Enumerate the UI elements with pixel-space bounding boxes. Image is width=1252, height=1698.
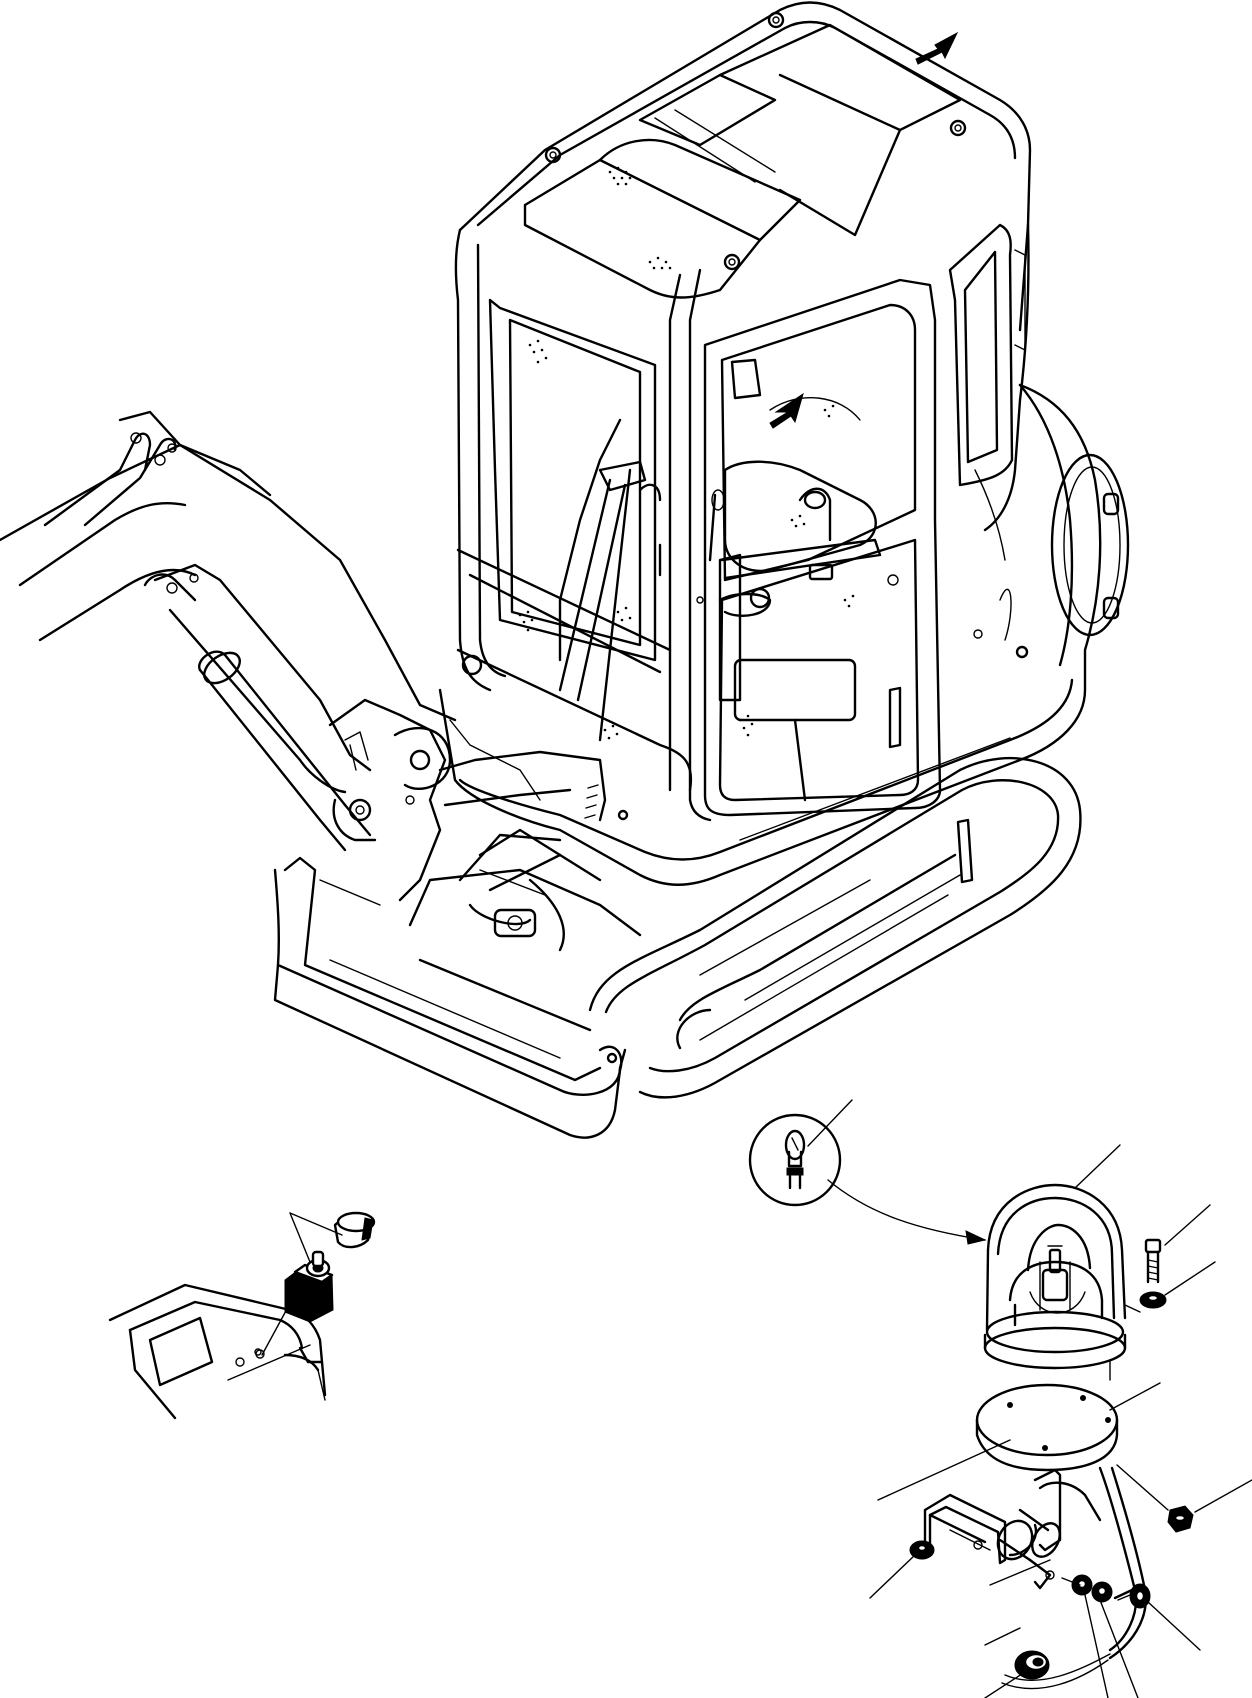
beacon-motor-icon	[996, 1468, 1102, 1590]
bolt-icon	[1113, 1583, 1151, 1609]
upper-structure	[438, 383, 1130, 886]
flat-washer-icon	[1091, 1581, 1113, 1603]
undercarriage	[408, 833, 642, 1032]
callout-leaders	[869, 1144, 1252, 1698]
beacon-assembly	[877, 1183, 1194, 1690]
callout-leader-flat-washer	[1099, 1599, 1139, 1698]
rocker-switch-icon	[284, 1250, 334, 1323]
callout-leader-lock-washer	[1084, 1594, 1109, 1698]
callout-leader-washer	[1164, 1261, 1216, 1296]
callout-leader-nut-left	[869, 1554, 916, 1599]
roof-bolts	[544, 11, 967, 271]
bulb-detail	[748, 1099, 987, 1245]
boom-arm	[0, 410, 607, 938]
location-arrows	[769, 31, 959, 429]
nut-right-icon	[1167, 1505, 1194, 1533]
mini-excavator-illustration	[0, 1, 1130, 1139]
callout-leader-switch-knob	[289, 1212, 343, 1236]
callout-leader-bolt	[1147, 1601, 1201, 1651]
switch-knob-icon	[333, 1211, 376, 1249]
callout-leader-beacon-dome	[1074, 1144, 1121, 1189]
operator-cab	[454, 1, 1032, 822]
crawler-track	[588, 757, 1082, 1099]
lock-washer-icon	[1071, 1574, 1093, 1596]
beacon-bracket-icon	[923, 1493, 1007, 1565]
callout-leader-bulb	[807, 1099, 853, 1147]
bulb-icon	[784, 1129, 806, 1190]
callout-leader-mounting-plate	[1109, 1382, 1161, 1411]
cap-screw-icon	[1144, 1238, 1162, 1284]
switch-detail	[108, 1211, 376, 1420]
arrow-cab-roof	[915, 31, 959, 65]
callout-leader-rocker-switch	[289, 1212, 311, 1263]
arrow-cab-interior	[769, 392, 804, 429]
dozer-blade	[273, 856, 627, 1139]
mounting-plate-icon	[975, 1383, 1119, 1472]
callout-leader-grommet	[984, 1671, 1026, 1698]
nut-left-icon	[909, 1540, 935, 1560]
beacon-dome-icon	[983, 1183, 1127, 1370]
callout-leader-cap-screw	[1164, 1204, 1211, 1246]
washer-icon	[1139, 1291, 1167, 1309]
callout-leader-nut-right	[1194, 1479, 1252, 1513]
beacon-wire	[1098, 1466, 1138, 1652]
grommet-icon	[1014, 1650, 1050, 1680]
